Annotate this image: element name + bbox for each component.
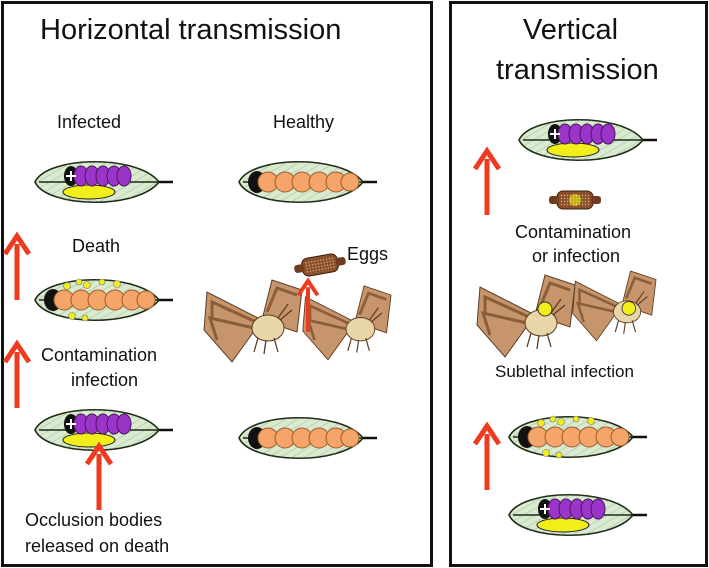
vertical-title-line-1: Vertical	[523, 14, 619, 46]
moth-brown	[301, 284, 393, 362]
label-healthy: Healthy	[273, 112, 335, 132]
label-contamination-line-1: Contamination	[41, 345, 158, 365]
label-death: Death	[72, 236, 121, 256]
moth-vertical-brown	[571, 269, 658, 342]
moth-pale	[202, 278, 304, 364]
label-occlusion-line-2: released on death	[25, 536, 170, 556]
arrow-up-2	[5, 344, 29, 408]
leaf-vertical-middle	[507, 415, 649, 459]
moth-vertical-pale	[475, 273, 577, 359]
label-eggs: Eggs	[347, 244, 389, 264]
leaf-infected-bottom	[33, 408, 175, 452]
vertical-label-contamination-line-2: or infection	[532, 246, 621, 266]
leaf-vertical-top	[517, 118, 659, 162]
leaf-death	[33, 278, 175, 322]
label-contamination-line-2: infection	[71, 370, 139, 390]
arrow-up-1	[5, 236, 29, 300]
label-infected: Infected	[57, 112, 122, 132]
arrow-vertical-bottom	[475, 426, 499, 490]
leaf-healthy-top	[237, 160, 379, 204]
egg-horizontal	[292, 251, 348, 279]
arrow-up-3	[87, 446, 111, 510]
leaf-healthy-bottom	[237, 416, 379, 460]
leaf-vertical-bottom	[507, 493, 649, 537]
vertical-label-contamination-line-1: Contamination	[515, 222, 632, 242]
egg-vertical	[548, 190, 602, 210]
horizontal-title: Horizontal transmission	[40, 14, 342, 46]
vertical-label-sublethal: Sublethal infection	[495, 362, 634, 381]
arrow-vertical-top	[475, 151, 499, 215]
leaf-infected-top	[33, 160, 175, 204]
vertical-title-line-2: transmission	[496, 54, 659, 86]
label-occlusion-line-1: Occlusion bodies	[25, 510, 163, 530]
